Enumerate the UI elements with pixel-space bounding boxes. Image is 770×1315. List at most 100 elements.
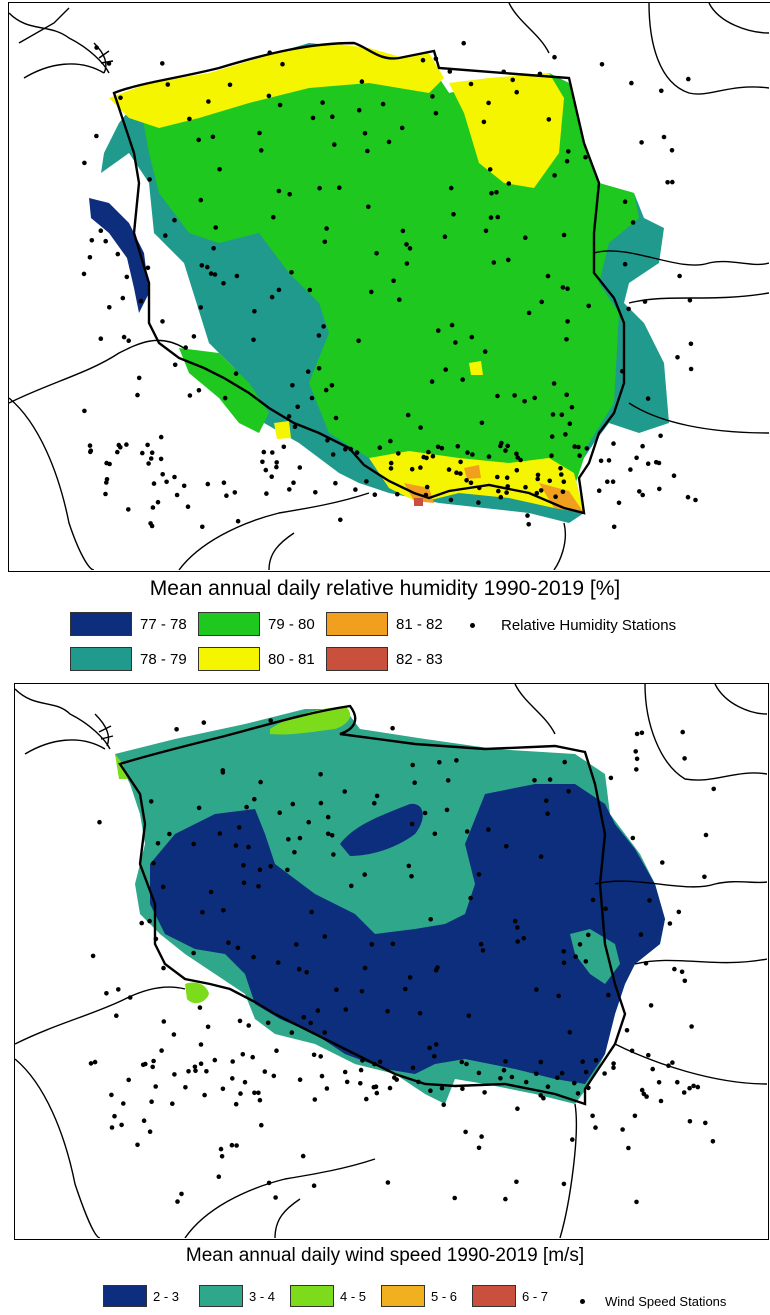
station-point [428, 917, 434, 922]
station-point [103, 491, 108, 497]
station-point [127, 995, 133, 1000]
station-point [136, 375, 142, 381]
humidity-legend-item-77-78: 77 - 78 [70, 612, 187, 636]
station-point [275, 960, 281, 965]
station-point [409, 821, 415, 827]
station-point [559, 1070, 565, 1076]
station-point [332, 142, 337, 147]
humidity-region-80-81-coast [109, 43, 444, 128]
station-point [658, 433, 663, 439]
station-point [277, 102, 283, 108]
station-point [266, 93, 272, 99]
wind-region-2-3-north-island [340, 803, 423, 856]
station-point [675, 355, 680, 360]
station-point [364, 1096, 369, 1102]
station-point [331, 852, 336, 857]
station-point [576, 444, 581, 450]
station-point [465, 450, 470, 455]
station-point [333, 415, 339, 421]
station-point [463, 1129, 468, 1135]
wind-legend-swatch-6-7 [472, 1285, 516, 1307]
humidity-legend-label-80-81: 80 - 81 [268, 650, 315, 668]
station-point [526, 522, 531, 527]
station-point [220, 770, 226, 775]
station-point [653, 459, 659, 465]
station-point [622, 261, 628, 267]
station-point [638, 932, 644, 937]
station-point [584, 446, 590, 451]
station-point [476, 872, 482, 877]
station-point [98, 336, 104, 342]
station-point [630, 835, 636, 841]
station-point [276, 287, 282, 293]
station-point [145, 265, 151, 271]
station-point [406, 863, 412, 869]
station-point [318, 1054, 324, 1059]
station-point [290, 801, 296, 807]
station-point [610, 479, 616, 485]
station-point [320, 100, 325, 105]
station-point [521, 935, 526, 941]
station-point [193, 1068, 198, 1074]
station-point [348, 446, 354, 452]
station-point [688, 366, 694, 372]
station-point [147, 177, 152, 182]
station-point [466, 1013, 472, 1019]
station-point [566, 789, 571, 794]
station-point [590, 897, 596, 903]
station-point [458, 471, 463, 476]
station-point [460, 377, 466, 382]
station-point [476, 1070, 482, 1076]
station-point [155, 499, 161, 505]
station-point [687, 1085, 692, 1091]
station-point [454, 470, 459, 476]
wind-map-panel [14, 683, 769, 1240]
station-point [556, 993, 561, 999]
wind-legend-swatch-2-3 [103, 1285, 147, 1307]
station-point [603, 906, 608, 911]
station-point [262, 1069, 268, 1074]
station-point [317, 185, 322, 191]
station-point [417, 1011, 423, 1016]
humidity-region-79-80-sw [179, 348, 269, 433]
station-point [369, 942, 375, 947]
station-point [538, 1093, 543, 1098]
station-point [269, 294, 275, 300]
station-point [583, 959, 589, 964]
wind-legend-swatch-3-4 [199, 1285, 243, 1307]
station-point [324, 226, 329, 231]
station-point [251, 337, 256, 343]
station-point [561, 949, 566, 954]
station-point [572, 1080, 577, 1086]
station-point [480, 948, 486, 953]
station-point [333, 480, 338, 486]
station-point [107, 461, 112, 467]
station-point [342, 789, 348, 794]
station-point [161, 965, 166, 971]
wind-legend-label-3-4: 3 - 4 [249, 1288, 276, 1304]
station-point [426, 449, 431, 455]
station-point [569, 404, 575, 410]
station-point [295, 404, 301, 410]
wind-legend-stations: Wind Speed Stations [580, 1294, 726, 1309]
station-point [501, 1067, 507, 1073]
wind-map [15, 684, 767, 1238]
station-point [682, 756, 687, 761]
station-point [356, 107, 362, 113]
station-point [611, 524, 617, 530]
station-point [187, 393, 193, 398]
station-point [149, 1099, 154, 1104]
station-point [407, 246, 413, 251]
station-point [639, 730, 645, 736]
station-point [611, 1061, 616, 1066]
station-point [703, 832, 709, 838]
station-point [315, 1008, 321, 1013]
station-point [290, 383, 295, 388]
station-point [658, 1098, 664, 1104]
station-point [634, 756, 640, 762]
station-point [256, 884, 261, 889]
station-point [277, 810, 283, 815]
station-point [281, 444, 287, 450]
station-point [464, 478, 469, 483]
station-point [503, 1196, 508, 1202]
